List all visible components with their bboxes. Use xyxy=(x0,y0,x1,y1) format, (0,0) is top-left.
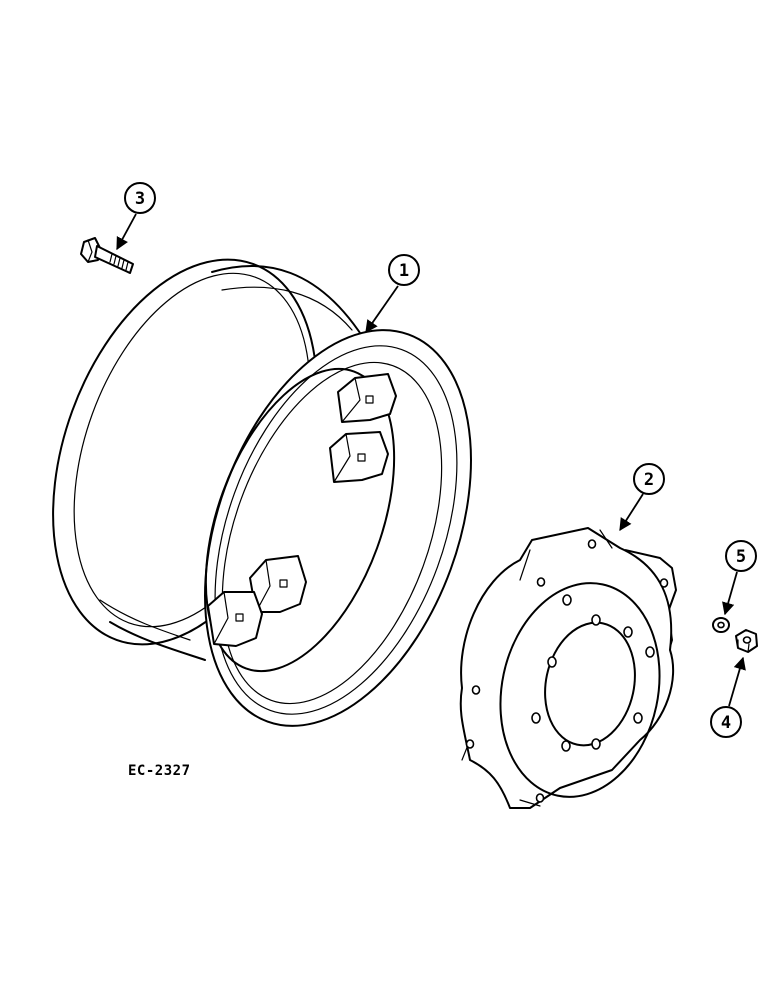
callout-3-label: 3 xyxy=(135,189,145,209)
callout-4-label: 4 xyxy=(721,713,731,733)
callout-4: 4 xyxy=(710,656,746,738)
diagram-reference-code: EC-2327 xyxy=(128,763,191,779)
wheel-center-disc xyxy=(459,527,677,809)
callout-3: 3 xyxy=(116,182,156,251)
rim-lug xyxy=(249,555,307,613)
callout-1-label: 1 xyxy=(399,261,409,281)
callout-2-label: 2 xyxy=(644,470,654,490)
callout-5: 5 xyxy=(722,540,757,616)
rim-lug xyxy=(207,591,263,647)
nut xyxy=(735,629,758,653)
rim-lug xyxy=(337,373,397,423)
wheel-rim xyxy=(52,258,472,727)
bolt xyxy=(80,237,134,274)
washer xyxy=(712,617,730,633)
stud-holes xyxy=(531,594,655,752)
callout-1: 1 xyxy=(365,254,420,334)
tab-holes xyxy=(465,539,669,803)
rim-lug xyxy=(329,431,389,483)
callout-5-label: 5 xyxy=(736,547,746,567)
callout-2: 2 xyxy=(619,463,665,532)
